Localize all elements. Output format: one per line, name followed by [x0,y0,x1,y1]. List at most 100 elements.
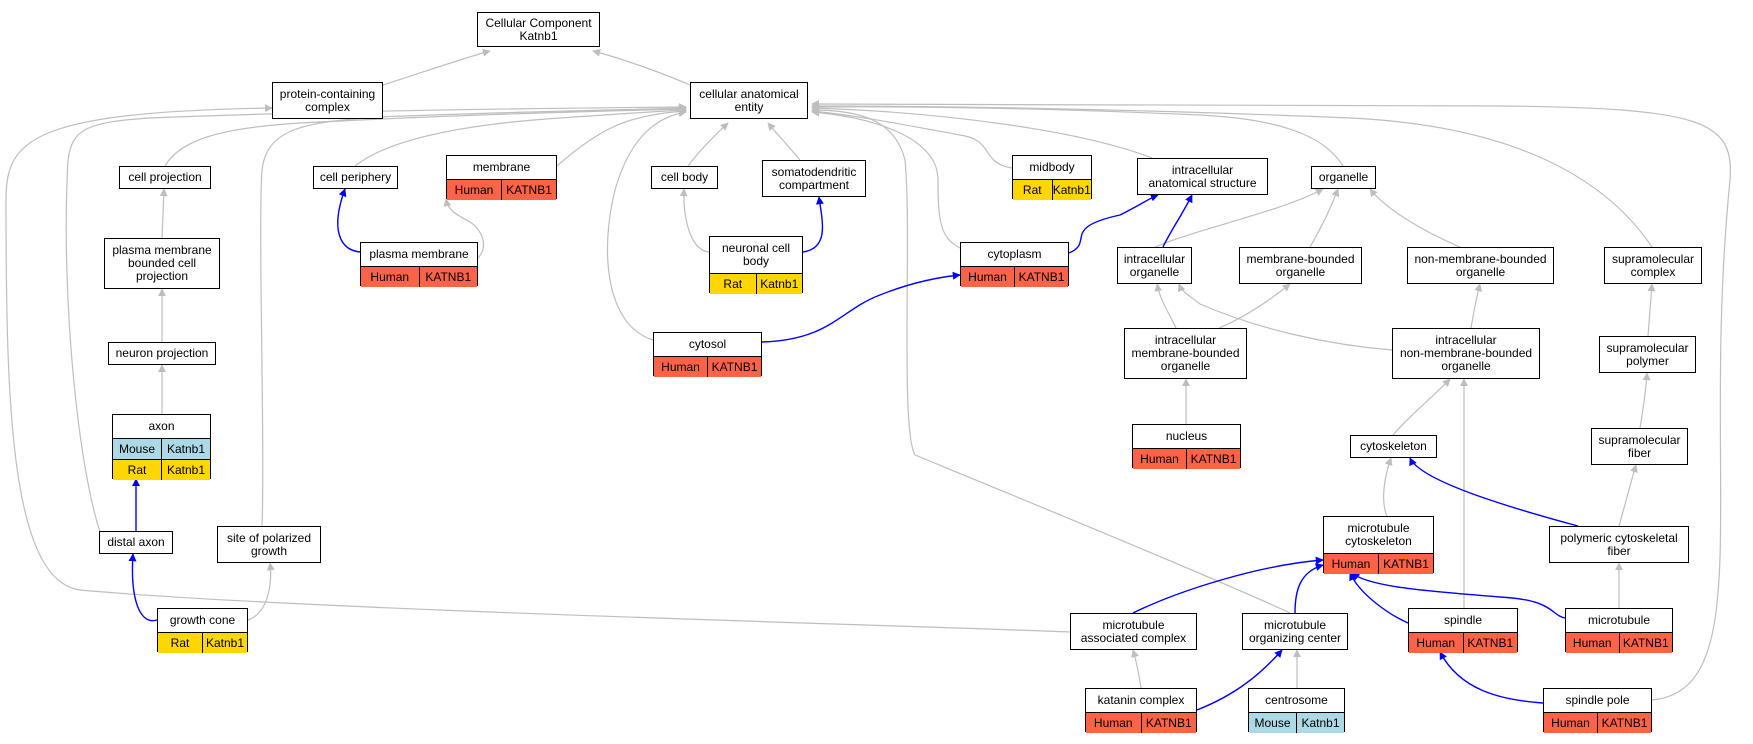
edge-cell-periphery-to-cellular-anatomical-entity [354,106,687,167]
annotation-gene: KATNB1 [425,270,472,284]
node-label: intracellular organelle [1123,251,1186,279]
node-distal-axon[interactable]: distal axon [99,531,173,554]
annotation-species: Rat [1013,180,1053,200]
annotation-species: Rat [158,633,203,653]
annotation-species: Human [1324,554,1379,574]
node-cytoskeleton[interactable]: cytoskeleton [1350,435,1437,458]
node-site-of-polarized-growth[interactable]: site of polarized growth [217,526,321,563]
node-cell-periphery[interactable]: cell periphery [313,166,398,189]
node-label: midbody [1029,160,1075,174]
node-supramolecular-fiber[interactable]: supramolecular fiber [1591,428,1688,465]
node-supramolecular-polymer[interactable]: supramolecular polymer [1599,336,1696,373]
node-neuron-projection[interactable]: neuron projection [108,342,216,365]
node-intracellular-organelle[interactable]: intracellular organelle [1117,247,1192,284]
edge-plasma-membrane-to-cell-periphery [337,188,361,253]
node-plasma-membrane-bounded-cell-projection[interactable]: plasma membrane bounded cell projection [104,238,220,289]
edge-katanin-complex-to-microtubule-organizing-center [1196,649,1283,711]
node-somatodendritic-compartment[interactable]: somatodendritic compartment [762,160,866,197]
node-label: organelle [1318,170,1369,184]
edge-katanin-complex-to-microtubule-associated-complex [1131,649,1142,689]
node-microtubule-organizing-center[interactable]: microtubule organizing center [1242,613,1348,650]
node-label: microtubule [1587,613,1651,627]
edge-neuronal-cell-body-to-somatodendritic-compartment [802,196,824,253]
node-cell-body[interactable]: cell body [651,166,718,189]
node-intracellular-membrane-bounded-organelle[interactable]: intracellular membrane-bounded organelle [1124,328,1247,379]
node-root[interactable]: Cellular Component Katnb1 [477,12,600,47]
node-label: Cellular Component Katnb1 [485,15,592,43]
annotation-gene: KATNB1 [1018,270,1065,284]
node-label: supramolecular polymer [1606,340,1689,368]
node-protein-containing-complex[interactable]: protein-containing complex [272,82,383,119]
edge-intracellular-membrane-bounded-organelle-to-intracellular-organelle [1154,283,1177,329]
annotation-species: Human [654,357,708,377]
node-label: site of polarized growth [226,530,312,558]
node-label: axon [148,419,175,433]
edge-microtubule-cytoskeleton-to-cytoskeleton [1383,457,1393,517]
annotation-species: Human [961,267,1015,287]
annotation-gene: KATNB1 [1467,636,1514,650]
edge-cytosol-to-cellular-anatomical-entity [606,109,687,341]
node-label: cytoskeleton [1360,439,1427,453]
node-intracellular-non-membrane-bounded-organelle[interactable]: intracellular non-membrane-bounded organ… [1392,328,1540,379]
annotation-species: Mouse [113,439,162,459]
edge-microtubule-organizing-center-to-cellular-anatomical-entity [811,106,1291,614]
node-cell-projection[interactable]: cell projection [119,166,211,189]
edge-microtubule-organizing-center-to-microtubule-cytoskeleton [1294,563,1324,614]
node-label: cytoplasm [987,247,1042,261]
annotation-gene: Katnb1 [1052,183,1091,197]
node-label: cellular anatomical entity [699,86,799,114]
node-non-membrane-bounded-organelle[interactable]: non-membrane-bounded organelle [1407,247,1554,284]
edge-cytoplasm-to-cellular-anatomical-entity [811,108,961,249]
edge-plasma-membrane-to-membrane [443,198,484,259]
annotation-gene: KATNB1 [506,183,552,197]
edge-cytosol-to-cytoplasm [761,271,961,343]
node-microtubule-associated-complex[interactable]: microtubule associated complex [1070,613,1197,650]
edge-spindle-to-microtubule-cytoskeleton [1349,572,1409,624]
node-supramolecular-complex[interactable]: supramolecular complex [1604,247,1702,284]
node-label: microtubule organizing center [1248,617,1342,645]
annotation-species: Human [1409,633,1464,653]
node-cellular-anatomical-entity[interactable]: cellular anatomical entity [690,82,808,119]
edge-somatodendritic-compartment-to-cellular-anatomical-entity [767,122,801,161]
edge-growth-cone-to-site-of-polarized-growth [247,562,275,621]
node-intracellular-anatomical-structure[interactable]: intracellular anatomical structure [1137,158,1268,195]
node-label: growth cone [169,613,236,627]
node-polymeric-cytoskeletal-fiber[interactable]: polymeric cytoskeletal fiber [1549,526,1689,563]
edge-microtubule-associated-complex-to-microtubule-cytoskeleton [1132,556,1324,614]
node-label: supramolecular complex [1611,251,1695,279]
node-label: spindle [1443,613,1483,627]
node-label: microtubule associated complex [1080,617,1187,645]
node-label: protein-containing complex [279,86,376,114]
node-label: membrane-bounded organelle [1246,251,1355,279]
annotation-gene: KATNB1 [1622,636,1669,650]
edge-membrane-to-cellular-anatomical-entity [556,107,687,167]
node-label: neuron projection [115,346,209,360]
edge-microtubule-to-microtubule-cytoskeleton [1351,572,1566,619]
edge-cellular-anatomical-entity-to-root [592,48,691,86]
node-organelle[interactable]: organelle [1311,166,1376,189]
node-membrane-bounded-organelle[interactable]: membrane-bounded organelle [1239,247,1362,284]
